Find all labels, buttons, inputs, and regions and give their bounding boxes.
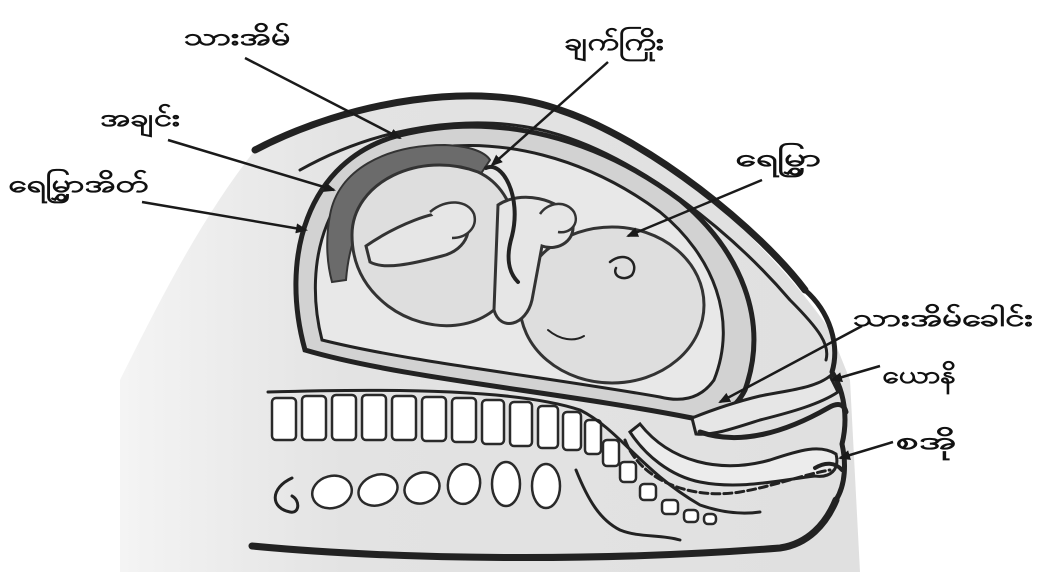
vertebra xyxy=(510,402,532,446)
label-uterus: သားအိမ် xyxy=(184,22,290,51)
vertebra xyxy=(662,500,678,514)
vertebra xyxy=(603,440,619,466)
vertebra xyxy=(585,420,601,454)
vertebra xyxy=(640,484,656,500)
vertebra xyxy=(272,398,296,440)
label-anus: စအို xyxy=(896,426,956,461)
label-umbilical-cord: ချက်ကြိုး xyxy=(564,26,664,62)
fetus-head xyxy=(520,227,704,383)
label-amniotic-sac: ရေမြွှာအိတ် xyxy=(8,168,148,204)
vertebra xyxy=(452,398,476,442)
label-vagina: ယောနိ xyxy=(882,360,956,395)
vertebra xyxy=(302,396,326,440)
vertebra xyxy=(704,514,716,524)
vertebra xyxy=(684,510,698,522)
vertebra xyxy=(332,395,356,440)
vertebra xyxy=(362,395,386,440)
vertebra xyxy=(620,462,636,482)
bowel-loop xyxy=(532,464,560,508)
vertebra xyxy=(563,412,581,450)
vertebra xyxy=(392,396,416,440)
vertebra xyxy=(538,406,558,448)
label-cervix: သားအိမ်ခေါင်း xyxy=(853,303,1033,332)
vertebra xyxy=(422,397,446,441)
vertebra xyxy=(482,400,504,444)
label-placenta: အချင်း xyxy=(100,103,180,137)
bowel-loop xyxy=(492,462,520,506)
label-amniotic-fluid: ရေမြွှာ xyxy=(735,142,821,178)
